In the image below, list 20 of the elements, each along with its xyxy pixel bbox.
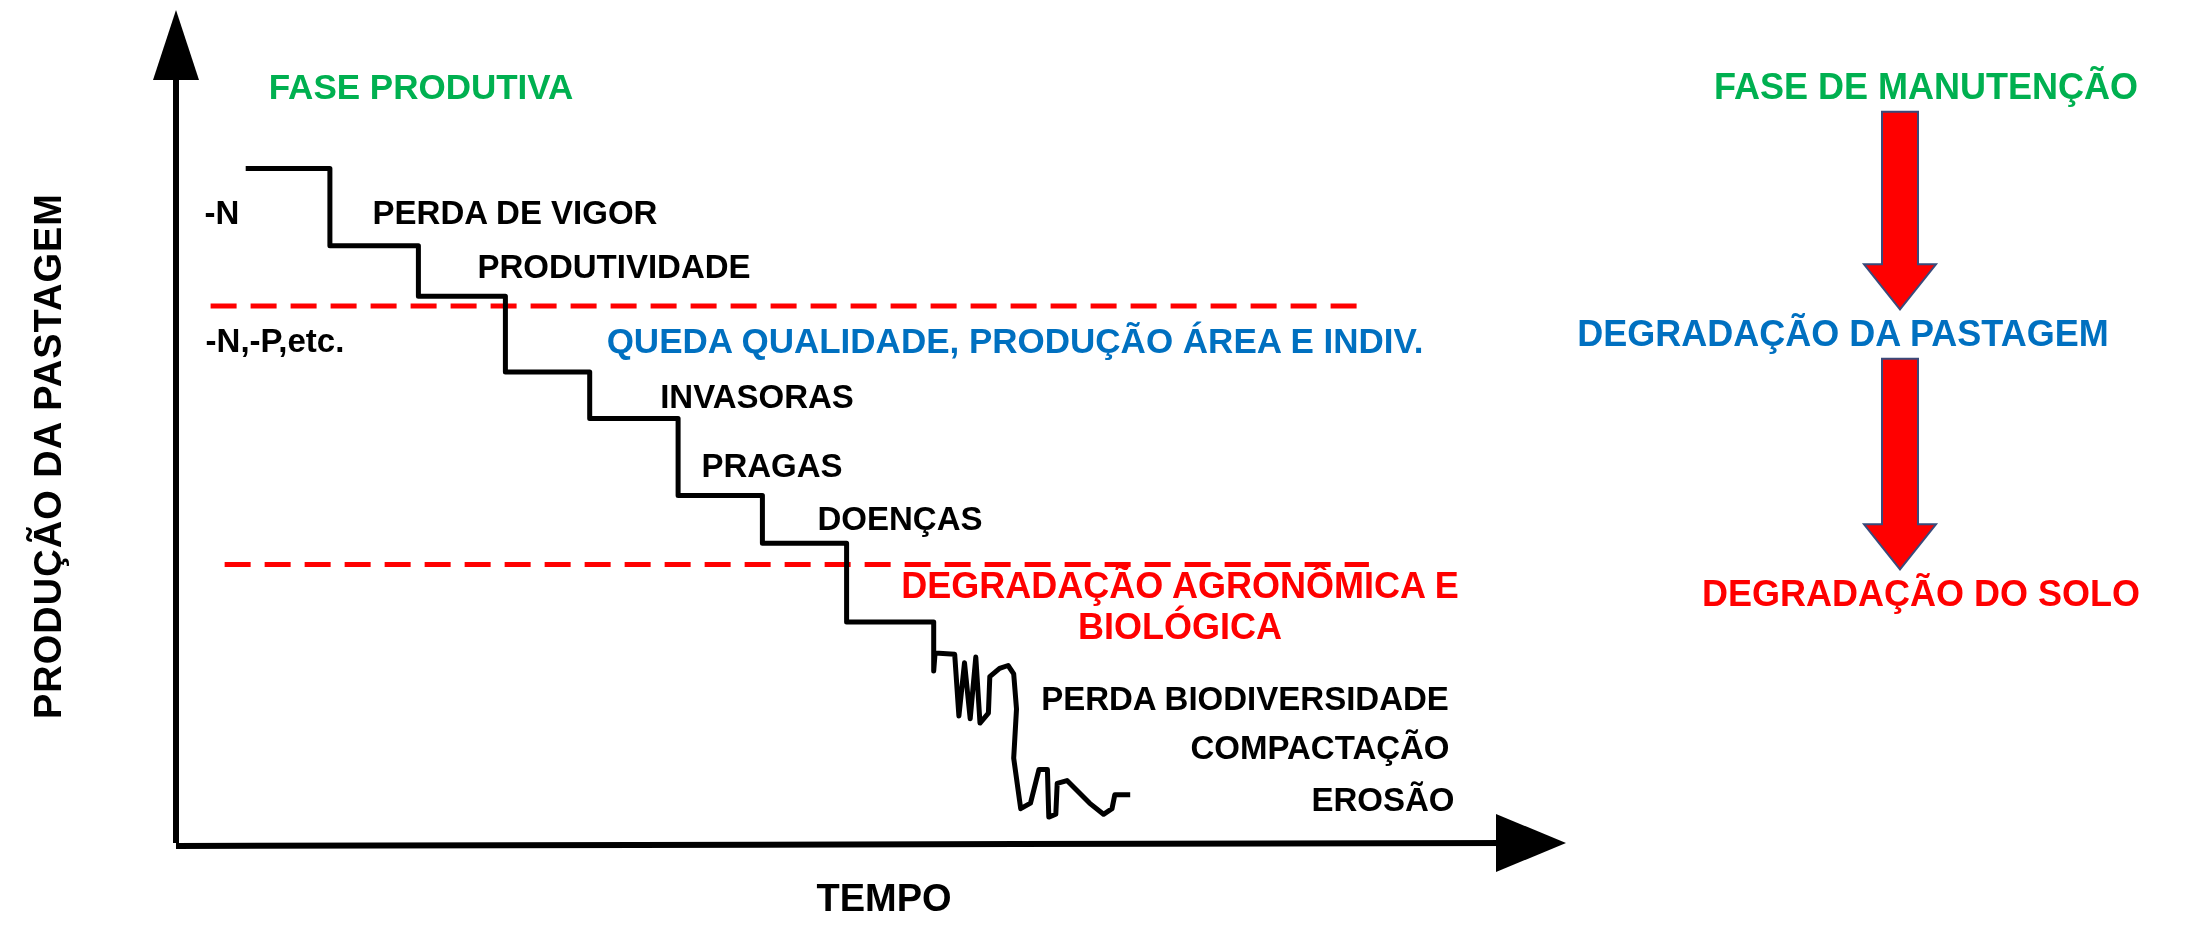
phase-text: DEGRADAÇÃO DO SOLO [1702, 573, 2140, 615]
threshold-label: DEGRADAÇÃO AGRONÔMICA E BIOLÓGICA [900, 564, 1460, 648]
stage-label: PERDA BIODIVERSIDADE [1041, 680, 1449, 718]
stage-label: PRAGAS [701, 447, 843, 485]
axis-title: TEMPO [816, 877, 952, 921]
nutrient-label: -N [204, 194, 240, 232]
block-arrow [1861, 110, 1939, 311]
stage-label: PERDA DE VIGOR [372, 194, 658, 232]
phase-text: DEGRADAÇÃO DA PASTAGEM [1577, 313, 2109, 355]
axis-title: PRODUÇÃO DA PASTAGEM [27, 193, 71, 719]
nutrient-label: -N,-P,etc. [205, 322, 345, 360]
phase-heading: FASE PRODUTIVA [268, 66, 574, 108]
stage-label: INVASORAS [660, 378, 854, 416]
stage-label: PRODUTIVIDADE [477, 248, 751, 286]
stage-label: COMPACTAÇÃO [1190, 729, 1450, 767]
block-arrow [1861, 357, 1939, 571]
threshold-label: QUEDA QUALIDADE, PRODUÇÃO ÁREA E INDIV. [606, 320, 1424, 362]
stage-label: DOENÇAS [817, 500, 983, 538]
phase-text: FASE DE MANUTENÇÃO [1714, 66, 2138, 108]
stage-label: EROSÃO [1311, 781, 1455, 819]
